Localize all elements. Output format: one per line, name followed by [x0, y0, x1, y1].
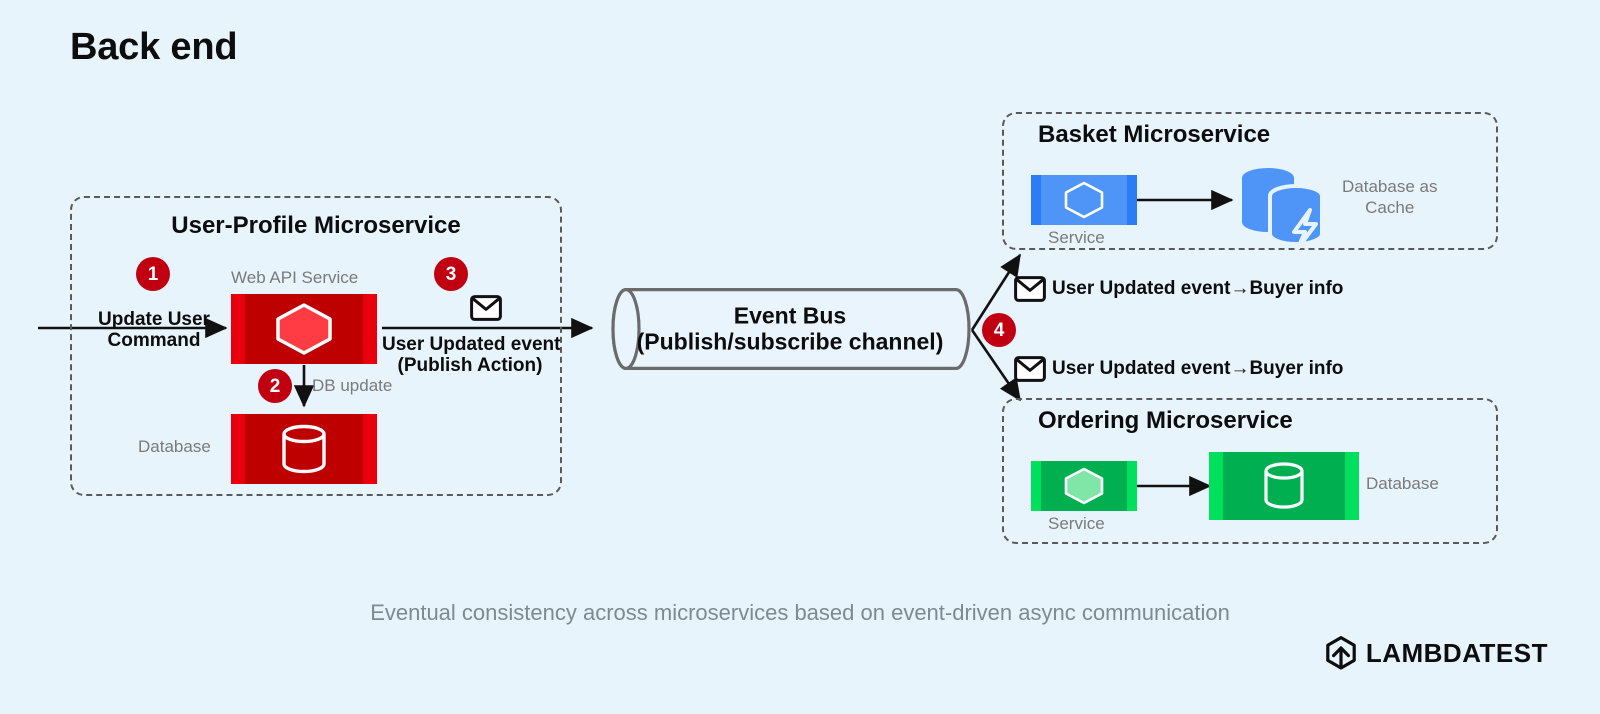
arrow-bus-to-basket — [970, 253, 1022, 331]
envelope-icon — [1014, 356, 1046, 382]
lambdatest-wordmark: LAMBDATEST — [1365, 637, 1548, 668]
event-bus-cylinder-shape — [611, 287, 971, 371]
cache-caption-line1: Database as — [1342, 177, 1438, 196]
tile-bracket-right — [1345, 452, 1359, 520]
web-api-service-caption: Web API Service — [231, 268, 359, 287]
fanout-message-ordering: User Updated event→Buyer info — [1052, 358, 1344, 379]
database-as-cache-caption: Database as Cache — [1342, 176, 1437, 219]
publish-action-line1: User Updated event — [382, 334, 561, 355]
ordering-database-tile[interactable] — [1209, 452, 1359, 520]
basket-microservice-container — [1002, 112, 1498, 250]
cache-caption-line2: Cache — [1365, 198, 1415, 218]
basket-microservice-title: Basket Microservice — [1038, 121, 1271, 148]
tile-bracket-right — [363, 294, 377, 364]
step-badge-2: 2 — [258, 369, 292, 403]
event-bus-label: Event Bus (Publish/subscribe channel) — [626, 303, 954, 356]
lambdatest-hexagon-arrow-icon — [1326, 636, 1356, 670]
tile-bracket-right — [1127, 175, 1137, 225]
tile-bracket-right — [1127, 461, 1137, 511]
hexagon-icon — [1064, 467, 1104, 505]
hexagon-icon — [1064, 181, 1104, 219]
tile-bracket-left — [1209, 452, 1223, 520]
tile-bracket-right — [363, 414, 377, 484]
user-profile-database-caption: Database — [138, 437, 211, 456]
update-user-command-line1: Update User — [98, 309, 210, 330]
ordering-microservice-container — [1002, 398, 1498, 544]
publish-action-line2: (Publish Action) — [397, 355, 543, 377]
tile-bracket-left — [1031, 175, 1041, 225]
update-user-command-label: Update User Command — [84, 309, 224, 352]
lambdatest-logo: LAMBDATEST — [1325, 636, 1548, 670]
update-user-command-line2: Command — [107, 330, 201, 352]
step-badge-3: 3 — [434, 257, 468, 291]
event-bus[interactable]: Event Bus (Publish/subscribe channel) — [598, 287, 971, 371]
ordering-service-tile[interactable] — [1031, 461, 1137, 511]
ordering-microservice-title: Ordering Microservice — [1038, 407, 1293, 434]
arrow-bus-to-ordering — [970, 329, 1022, 402]
tile-bracket-left — [1031, 461, 1041, 511]
database-as-cache-icon — [1242, 168, 1324, 250]
page-title: Back end — [70, 26, 238, 68]
hexagon-icon — [276, 303, 332, 355]
basket-service-caption: Service — [1048, 228, 1105, 247]
event-bus-line2: (Publish/subscribe channel) — [636, 329, 944, 355]
envelope-icon — [1014, 276, 1046, 302]
db-update-label: DB update — [312, 376, 393, 395]
web-api-service-tile[interactable] — [231, 294, 377, 364]
user-profile-microservice-container — [70, 196, 562, 496]
basket-service-tile[interactable] — [1031, 175, 1137, 225]
step-badge-1: 1 — [136, 257, 170, 291]
diagram-caption: Eventual consistency across microservice… — [370, 600, 1230, 625]
user-profile-database-tile[interactable] — [231, 414, 377, 484]
database-cylinder-icon — [1264, 462, 1304, 509]
user-profile-microservice-title: User-Profile Microservice — [171, 212, 461, 239]
step-badge-4: 4 — [982, 313, 1016, 347]
ordering-database-caption: Database — [1366, 474, 1439, 493]
event-bus-line1: Event Bus — [733, 302, 847, 329]
tile-bracket-left — [231, 414, 245, 484]
ordering-service-caption: Service — [1048, 514, 1105, 533]
envelope-icon — [470, 295, 502, 321]
fanout-message-basket: User Updated event→Buyer info — [1052, 278, 1344, 299]
tile-bracket-left — [231, 294, 245, 364]
database-cylinder-icon — [282, 424, 326, 474]
publish-action-label: User Updated event (Publish Action) — [382, 334, 561, 377]
